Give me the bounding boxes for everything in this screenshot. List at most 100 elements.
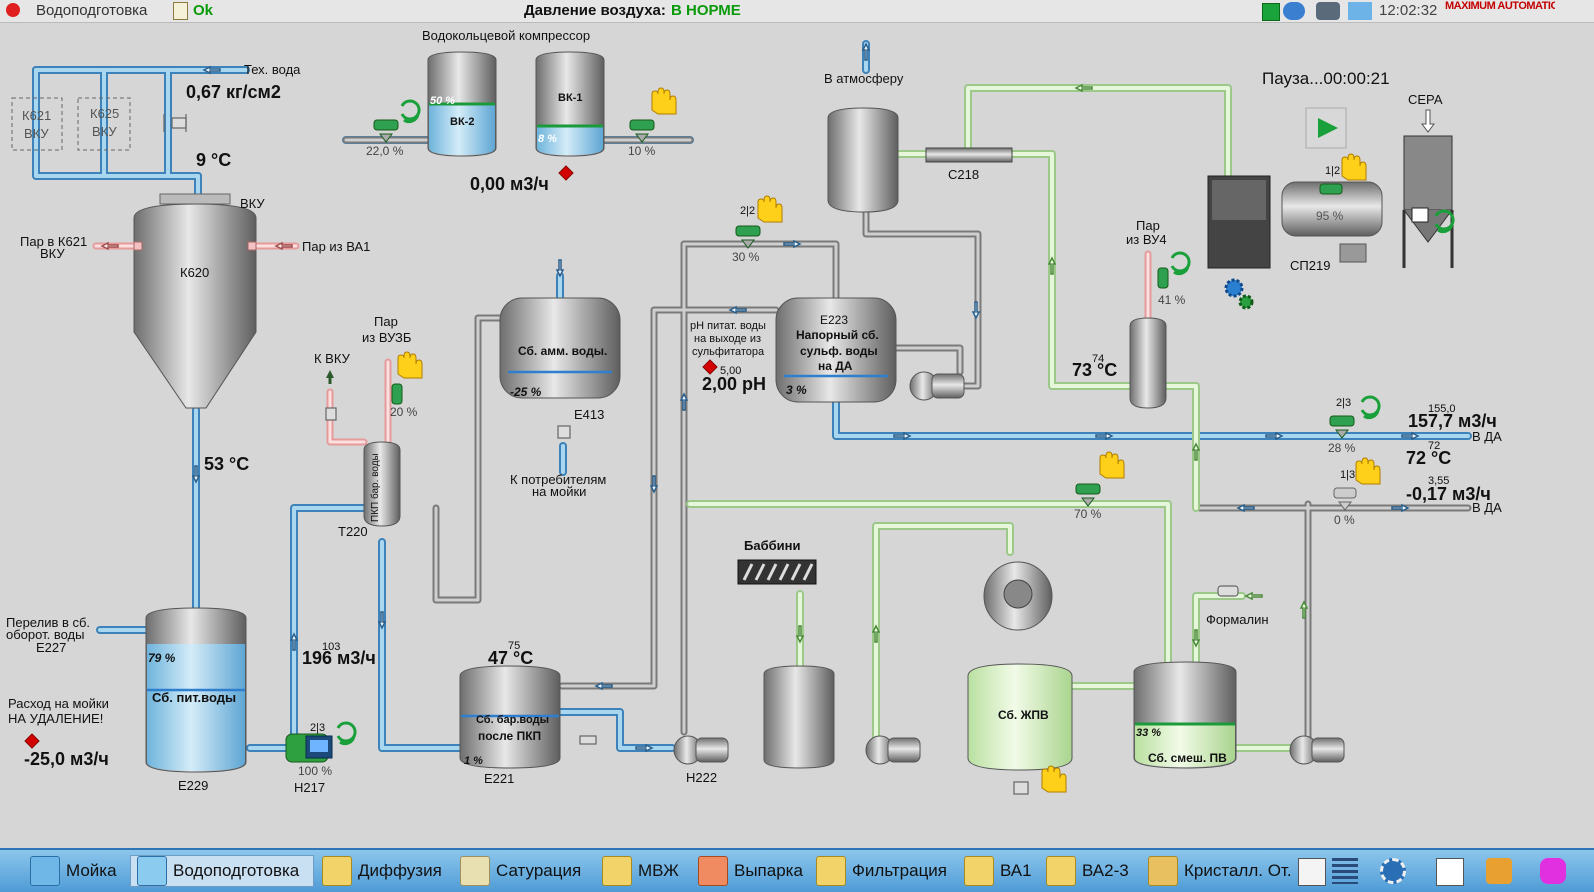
control-valve-vuzb[interactable] [391,383,403,405]
auto-mode-icon[interactable] [336,721,357,746]
send-icon[interactable] [1348,2,1372,20]
control-valve-da-flow[interactable] [1329,415,1355,439]
alarm-icon[interactable] [702,359,718,375]
tab-label: Кристалл. От. [1184,861,1292,880]
k625-label: К625 [90,106,119,121]
tank-mixed-pv[interactable] [1133,661,1237,769]
play-button[interactable] [1305,107,1347,149]
auto-mode-icon[interactable] [1434,209,1455,234]
close-icon[interactable] [6,3,20,17]
status-ok[interactable]: Ok [193,2,214,19]
pkp-label: ПКП бар. воды [369,453,381,522]
tab-vodopodgotovka[interactable]: Водоподготовка [130,855,314,887]
touch-hand-icon[interactable] [1540,858,1566,884]
settings-gear-icon[interactable] [1224,278,1254,310]
valve-zhpv-outlet[interactable] [1013,781,1029,795]
c218-label: С218 [948,167,979,182]
tank-zhpv[interactable] [967,663,1073,771]
menu-icon[interactable] [1332,858,1358,884]
control-valve-da-neg[interactable] [1333,487,1357,511]
heater-vu4[interactable] [1129,317,1167,409]
hand-icon[interactable] [1341,153,1367,181]
vent-tank[interactable] [827,107,899,213]
tab-label: Выпарка [734,861,803,880]
e223-name-3: на ДА [818,359,853,373]
control-valve-sp219[interactable] [1319,183,1343,195]
tank-k620[interactable] [133,193,257,409]
alarm-icon[interactable] [24,733,40,749]
trend-chart-icon[interactable] [1436,858,1464,886]
auto-mode-icon[interactable] [1360,395,1381,420]
valve-formalin[interactable] [1217,585,1239,597]
heater-t220[interactable] [363,441,401,527]
centrifuge[interactable] [983,561,1053,631]
control-valve-vu4[interactable] [1157,267,1169,289]
report-icon[interactable] [1298,858,1326,886]
tab-diffuziya[interactable]: Диффузия [316,855,448,887]
chat-icon[interactable] [1283,2,1305,20]
tab-mvzh[interactable]: МВЖ [596,855,686,887]
pump-mixed-pv[interactable] [1289,735,1345,765]
company-logo: MAXIMUM AUTOMATION [1445,0,1555,12]
pump-babbini[interactable] [865,735,921,765]
control-valve-vk1[interactable] [629,119,655,143]
steam-k621-label: Пар в К621 [20,234,87,249]
hand-icon[interactable] [1041,765,1067,793]
ph-value: 2,00 pH [702,374,766,394]
hand-icon[interactable] [1355,457,1381,485]
add-icon[interactable] [1262,3,1280,21]
hand-icon[interactable] [757,195,783,223]
va1-icon [964,856,994,886]
auto-mode-icon[interactable] [400,99,421,124]
hand-icon[interactable] [397,351,423,379]
tab-moyka[interactable]: Мойка [24,855,154,887]
compressor-vk1[interactable] [535,51,605,157]
k621-vku-label: ВКУ [24,126,49,141]
tab-va2-3[interactable]: ВА2-3 [1040,855,1138,887]
tank-e413[interactable] [499,297,621,399]
flow-da-neg-value: -0,17 м3/ч [1406,484,1491,504]
e223-label: Е223 [820,313,848,327]
pump-h217[interactable] [285,733,333,763]
doc-icon[interactable] [173,2,188,20]
tab-vyparka[interactable]: Выпарка [692,855,808,887]
hand-icon[interactable] [1099,451,1125,479]
ph-label-1: рН питат. воды [690,320,766,332]
control-valve-juice[interactable] [1075,483,1101,507]
alarm-icon[interactable] [558,165,574,181]
k625-box[interactable] [77,97,131,151]
babbini-filter[interactable] [737,559,817,585]
valve-e221[interactable] [579,735,597,745]
control-valve-vk2[interactable] [373,119,399,143]
pump-e223[interactable] [909,371,965,401]
tank-babbini[interactable] [763,665,835,769]
sulfur-furnace-sp219[interactable] [1207,135,1454,269]
to-da-label-1: В ДА [1472,429,1502,444]
tab-saturatsiya[interactable]: Сатурация [454,855,588,887]
valve-tech-water[interactable] [163,114,187,132]
valve-sp219-mode: 1|2 [1325,165,1340,177]
moyka-icon [30,856,60,886]
tank-e223[interactable] [775,297,897,403]
tech-water-label: Тех. вода [244,62,301,77]
pump-h222[interactable] [673,735,729,765]
t47-setpoint: 75 [508,640,520,652]
tab-filtratsiya[interactable]: Фильтрация [810,855,954,887]
tab-va1[interactable]: ВА1 [958,855,1036,887]
consumers-sub-label: на мойки [532,484,586,499]
compressor-vk2[interactable] [427,51,497,157]
settings-icon[interactable] [1380,858,1406,884]
steam-va1-label: Пар из ВА1 [302,239,370,254]
heat-exchanger-c218[interactable] [925,147,1013,163]
tank-e221[interactable] [459,665,561,769]
engineer-tools-icon[interactable] [1486,858,1512,884]
tab-kristall[interactable]: Кристалл. От. [1142,855,1298,887]
k621-box[interactable] [11,97,63,151]
operator-icon[interactable] [1316,2,1340,20]
valve-consumers[interactable] [557,425,571,439]
tank-e229[interactable] [145,607,247,773]
control-valve-e223[interactable] [735,225,761,249]
auto-mode-icon[interactable] [1170,251,1191,276]
hand-icon[interactable] [651,87,677,115]
valve-vku[interactable] [325,407,337,421]
